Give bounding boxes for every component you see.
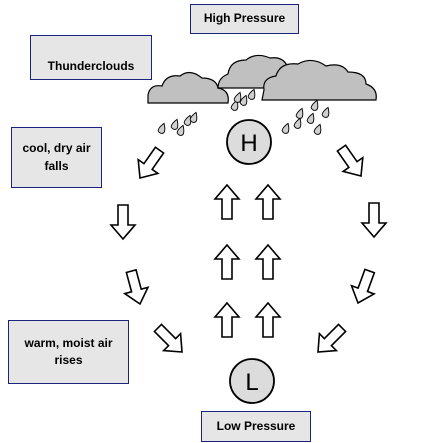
arrow-up-icon [213, 243, 241, 280]
raindrop-icon [233, 91, 242, 103]
cool-dry-air-text: cool, dry air falls [22, 141, 91, 173]
low-pressure-text: Low Pressure [216, 418, 296, 433]
low-symbol-text: L [245, 369, 258, 396]
warm-moist-air-label: warm, moist air rises [8, 320, 129, 384]
raindrop-icon [230, 99, 239, 111]
raindrop-icon [189, 111, 198, 123]
high-pressure-label: High Pressure [190, 4, 299, 34]
thunderclouds-text: Thunderclouds [47, 58, 135, 73]
low-pressure-symbol: L [229, 358, 275, 404]
cloud-icon [147, 71, 229, 104]
raindrop-icon [239, 94, 248, 106]
arrow-down-icon [360, 202, 388, 239]
raindrop-icon [157, 122, 166, 134]
raindrop-icon [247, 88, 256, 100]
raindrop-icon [306, 112, 315, 124]
warm-moist-air-text: warm, moist air rises [24, 335, 113, 367]
arrow-diagonal-icon [153, 323, 183, 353]
raindrop-icon [310, 99, 319, 111]
arrow-up-icon [213, 301, 241, 338]
cool-dry-air-label: cool, dry air falls [11, 127, 102, 188]
arrow-diagonal-icon [336, 144, 364, 178]
arrow-diagonal-icon [122, 268, 150, 306]
arrow-up-icon [254, 243, 282, 280]
arrow-up-icon [254, 183, 282, 220]
arrow-up-icon [213, 183, 241, 220]
arrow-diagonal-icon [137, 146, 165, 180]
raindrop-icon [293, 117, 302, 129]
raindrop-icon [313, 123, 322, 135]
raindrop-icon [170, 118, 179, 130]
arrow-up-icon [254, 301, 282, 338]
raindrop-icon [281, 122, 290, 134]
low-pressure-label: Low Pressure [201, 411, 311, 442]
high-symbol-text: H [240, 130, 257, 157]
arrow-diagonal-icon [317, 323, 347, 353]
high-pressure-symbol: H [226, 119, 272, 165]
high-pressure-text: High Pressure [203, 11, 286, 26]
cloud-icon [261, 59, 377, 101]
raindrop-icon [295, 107, 304, 119]
raindrop-icon [176, 124, 185, 136]
arrow-diagonal-icon [350, 268, 376, 305]
arrow-down-icon [109, 204, 137, 241]
raindrop-icon [321, 106, 330, 118]
thunderclouds-label: Thunderclouds [30, 35, 152, 80]
